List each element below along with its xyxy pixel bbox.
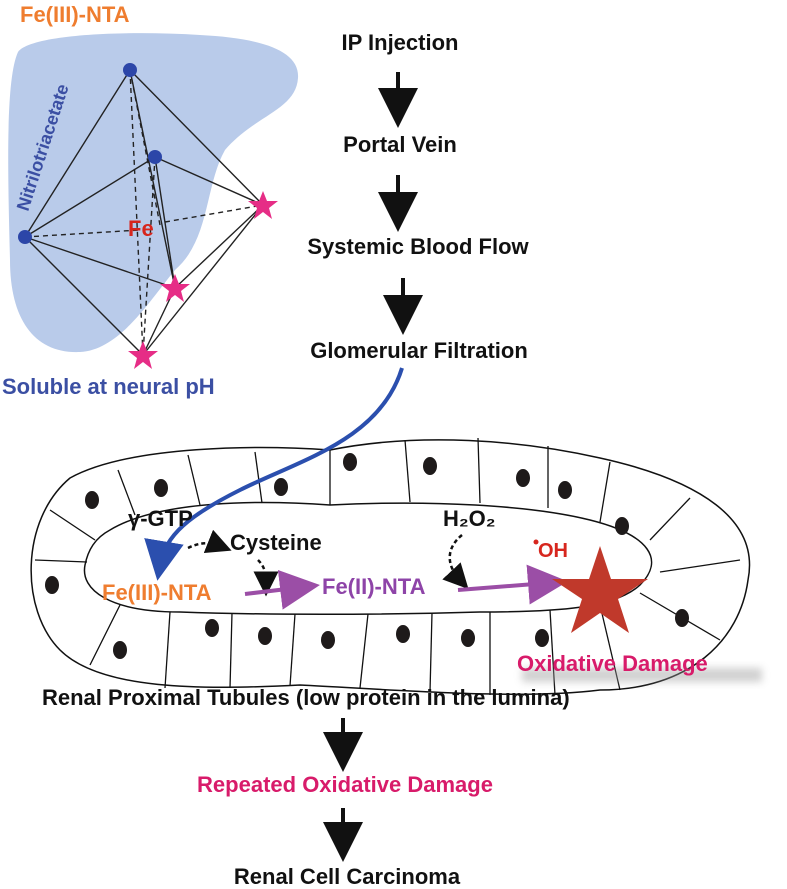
ligand-atom-mid	[148, 150, 162, 164]
complex-caption: Soluble at neural pH	[2, 374, 215, 399]
fe-nta-complex: Fe(III)-NTA Nitrilotriacetate Fe Soluble…	[2, 2, 299, 399]
renal-tubule: γ-GTP Cysteine H₂O₂ OH Fe(III)-NTA Fe(II…	[30, 367, 762, 696]
damage-shadow	[522, 668, 762, 682]
fe3-label: Fe(III)-NTA	[102, 580, 212, 605]
fenton-arrow	[457, 564, 568, 605]
fe-center-label: Fe	[128, 216, 154, 241]
water-star-bottom	[128, 341, 158, 369]
water-star-right	[248, 191, 278, 219]
ligand-shape	[8, 33, 299, 353]
oxidative-damage-star-icon	[552, 546, 648, 633]
step-glomerular-filtration: Glomerular Filtration	[310, 338, 528, 363]
step-carcinoma: Renal Cell Carcinoma	[234, 864, 461, 889]
peroxide-label: H₂O₂	[443, 506, 496, 531]
reduction-arrow	[244, 569, 320, 610]
gtp-to-cysteine-arrow	[187, 529, 232, 553]
radical-label: OH	[538, 540, 568, 562]
enzyme-label: γ-GTP	[128, 506, 193, 531]
complex-title: Fe(III)-NTA	[20, 2, 130, 27]
step-repeated-damage: Repeated Oxidative Damage	[197, 772, 493, 797]
water-star-mid	[160, 274, 190, 302]
cysteine-label: Cysteine	[230, 530, 322, 555]
oxidative-damage-label: Oxidative Damage	[517, 651, 708, 676]
step-ip-injection: IP Injection	[342, 30, 459, 55]
radical-dot-icon	[533, 539, 539, 545]
cell-nuclei	[45, 453, 689, 659]
fe2-label: Fe(II)-NTA	[322, 574, 426, 599]
step-systemic-blood-flow: Systemic Blood Flow	[307, 234, 529, 259]
cell-walls	[34, 437, 741, 696]
cysteine-to-reaction-arrow	[253, 559, 279, 597]
flow-top: IP Injection Portal Vein Systemic Blood …	[307, 30, 529, 363]
ligand-atom-top	[123, 63, 137, 77]
complex-dashed-bonds	[24, 69, 264, 356]
filtration-arrow	[144, 367, 404, 581]
step-portal-vein: Portal Vein	[343, 132, 457, 157]
tubule-caption: Renal Proximal Tubules (low protein in t…	[42, 685, 570, 710]
flow-bottom: Renal Proximal Tubules (low protein in t…	[42, 685, 570, 889]
ligand-atom-left	[18, 230, 32, 244]
